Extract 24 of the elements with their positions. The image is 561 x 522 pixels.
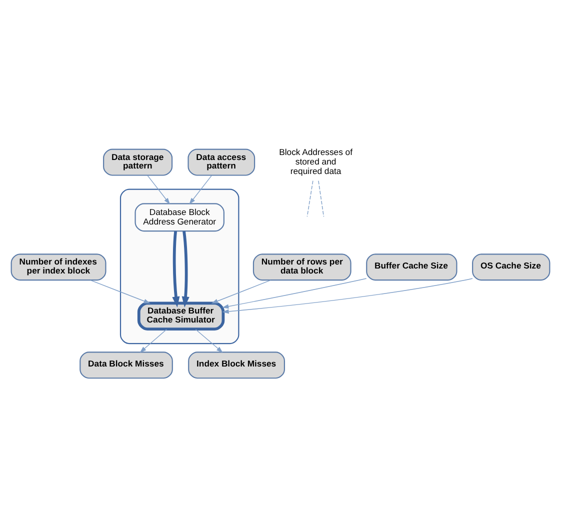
- arrow: [140, 329, 168, 353]
- arrow: [189, 175, 212, 204]
- arrow: [222, 278, 367, 309]
- arrow: [172, 231, 180, 308]
- connector: [318, 180, 324, 217]
- arrow: [211, 280, 271, 304]
- node-box: Database Buffer Cache Simulator: [137, 302, 225, 331]
- arrow: [182, 231, 190, 308]
- node-box: Data storage pattern: [103, 148, 173, 176]
- node-box: Data Block Misses: [80, 352, 173, 379]
- node-box: Buffer Cache Size: [366, 254, 458, 281]
- node-box: OS Cache Size: [472, 254, 550, 281]
- node-box: Data access pattern: [188, 148, 256, 176]
- node-box: Number of rows per data block: [252, 254, 352, 281]
- arrow: [90, 280, 150, 304]
- node-box: Index Block Misses: [188, 352, 285, 379]
- arrow: [222, 278, 473, 314]
- node-text: Block Addresses of stored and required data: [279, 147, 352, 176]
- arrow: [195, 329, 223, 353]
- cluster: [120, 188, 240, 344]
- arrow: [147, 175, 170, 204]
- connector: [306, 180, 314, 217]
- node-box: Number of indexes per index block: [10, 254, 106, 281]
- node-box: Database Block Address Generator: [134, 203, 224, 232]
